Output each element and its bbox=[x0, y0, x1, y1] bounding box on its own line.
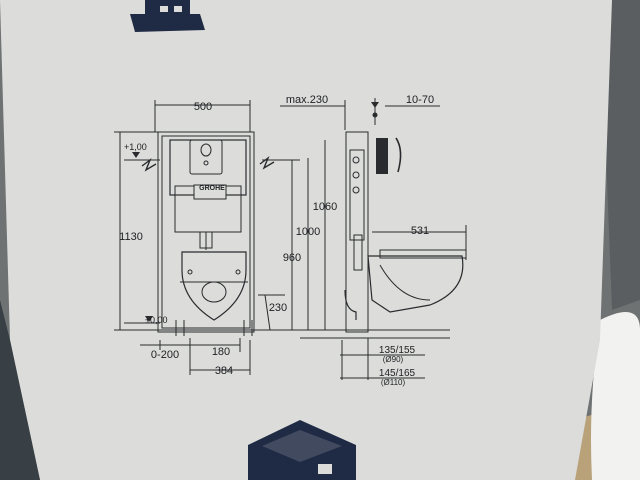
dim-384: 384 bbox=[215, 365, 233, 377]
box-top-logo-icon bbox=[130, 0, 205, 32]
dim-135-155: 135/155 bbox=[379, 345, 416, 356]
front-view-drawing bbox=[114, 100, 326, 375]
side-view-drawing bbox=[280, 98, 467, 380]
dim-10-70: 10-70 bbox=[406, 94, 434, 106]
dim-plus-100: +1,00 bbox=[124, 142, 147, 152]
box-cube-icon bbox=[248, 420, 356, 480]
box-left-edge bbox=[0, 300, 40, 480]
dim-0-200: 0-200 bbox=[151, 349, 179, 361]
dim-1130: 1130 bbox=[119, 231, 143, 243]
dim-d110: (Ø110) bbox=[381, 378, 406, 387]
dim-180: 180 bbox=[212, 346, 230, 358]
dim-145-165: 145/165 bbox=[379, 368, 416, 379]
dim-500: 500 bbox=[194, 101, 212, 113]
dim-1060: 1060 bbox=[313, 201, 337, 213]
dim-531: 531 bbox=[411, 225, 429, 237]
white-object-right bbox=[591, 312, 640, 480]
dim-plus-000: ±0,00 bbox=[145, 315, 167, 325]
dim-d90: (Ø90) bbox=[383, 355, 404, 364]
brand-logo-text: GROHE bbox=[199, 185, 225, 192]
dim-960: 960 bbox=[283, 252, 301, 264]
dim-230: 230 bbox=[269, 302, 287, 314]
wall-right bbox=[600, 0, 640, 310]
dim-max-230: max.230 bbox=[286, 94, 328, 106]
dim-1000: 1000 bbox=[296, 226, 320, 238]
cardboard-box bbox=[0, 0, 612, 480]
